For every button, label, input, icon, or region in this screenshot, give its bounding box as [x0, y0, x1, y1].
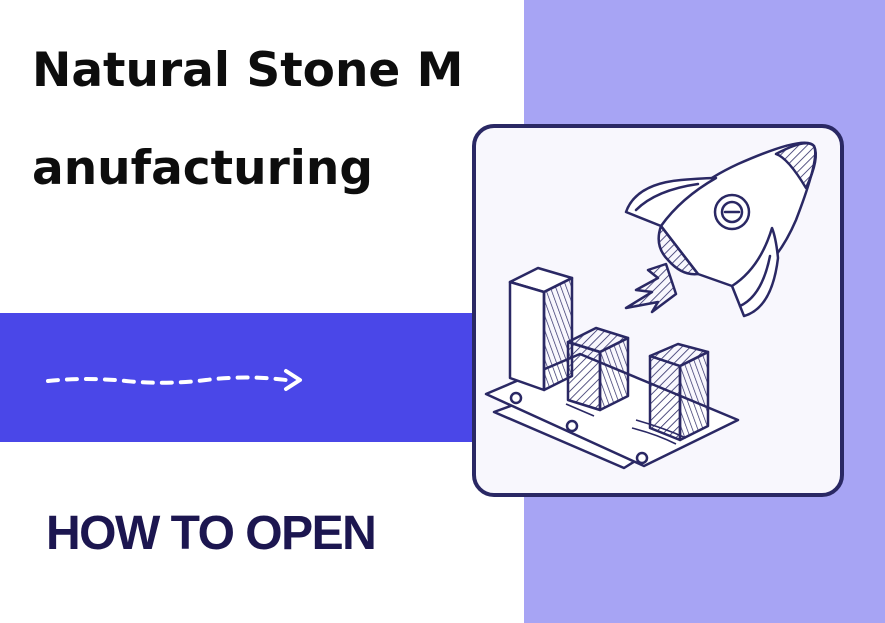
bar-chart-icon	[508, 266, 710, 442]
page-subtitle: HOW TO OPEN	[46, 507, 377, 560]
page-title: Natural Stone Manufacturing	[32, 43, 464, 196]
dashed-arrow-icon	[46, 369, 302, 391]
illustration	[484, 141, 817, 470]
rocket-icon	[624, 141, 817, 318]
illustration-card	[472, 124, 844, 497]
